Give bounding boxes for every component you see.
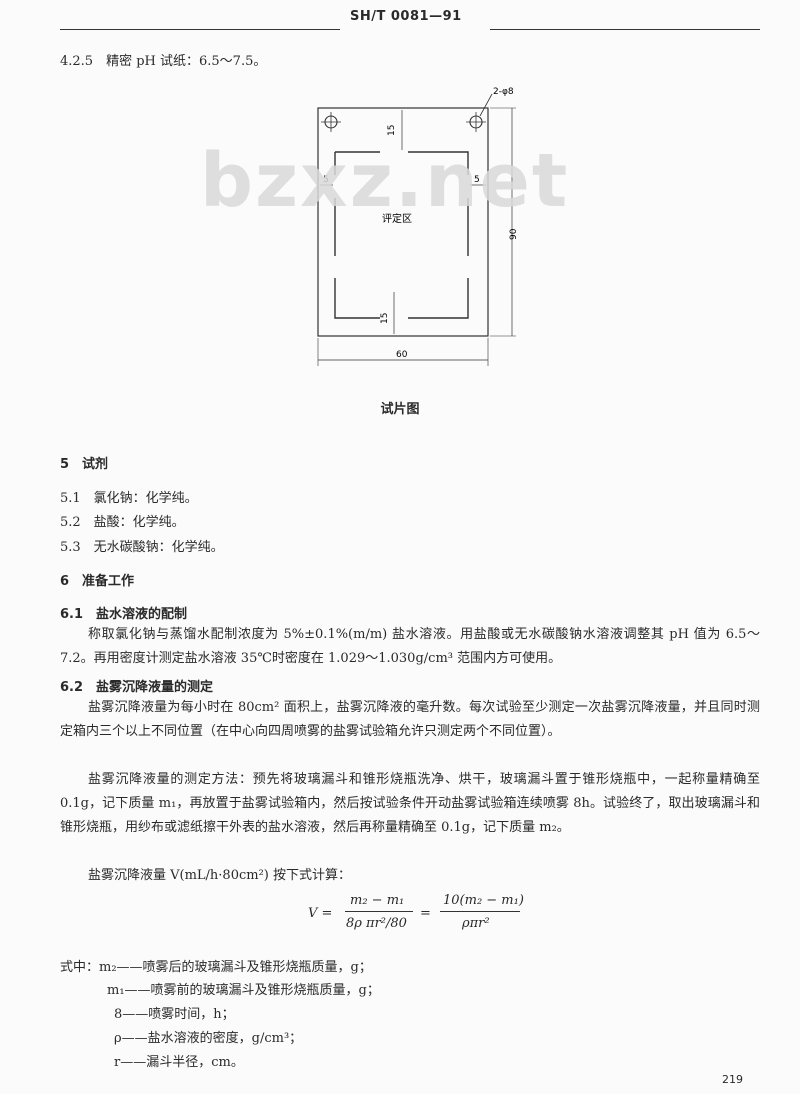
section-5-title: 5 试剂 — [60, 457, 109, 472]
definition-radius: r——漏斗半径，cm。 — [114, 1055, 244, 1070]
header-rule-left — [60, 29, 310, 30]
section-6-title: 6 准备工作 — [60, 574, 135, 589]
formula-denominator-1: 8ρ πr²/80 — [346, 916, 407, 931]
formula-numerator-2: 10(m₂ − m₁) — [443, 893, 524, 908]
item-5-3: 5.3 无水碳酸钠：化学纯。 — [60, 540, 224, 555]
watermark: bzxz.net — [200, 138, 570, 224]
fraction-bar-1 — [345, 911, 413, 912]
header-rule-right — [490, 29, 760, 30]
section-6-2-body-3: 盐雾沉降液量 V(mL/h·80cm²) 按下式计算： — [88, 868, 352, 883]
holes-leader — [479, 93, 493, 117]
definition-density: ρ——盐水溶液的密度，g/cm³； — [114, 1031, 303, 1046]
dim-width-label: 60 — [396, 350, 408, 360]
plate-outline — [317, 107, 489, 337]
fraction-bar-2 — [440, 911, 520, 912]
formula-denominator-2: ρπr² — [462, 916, 490, 931]
clause-4-2-5: 4.2.5 精密 pH 试纸：6.5～7.5。 — [60, 54, 267, 69]
dim-height-label: 90 — [509, 228, 519, 240]
page-number: 219 — [722, 1073, 743, 1086]
section-6-2-title: 6.2 盐雾沉降液量的测定 — [60, 680, 214, 695]
item-5-1: 5.1 氯化钠：化学纯。 — [60, 491, 198, 506]
formula-lhs: V = — [308, 906, 333, 921]
section-6-2-body-2: 盐雾沉降液量的测定方法：预先将玻璃漏斗和锥形烧瓶洗净、烘干，玻璃漏斗置于锥形烧瓶… — [60, 772, 760, 835]
dim-left-label: 5 — [323, 175, 329, 185]
header-rule-mid — [310, 29, 340, 30]
dim-top-label: 15 — [387, 125, 397, 136]
hole-left-icon — [321, 112, 341, 132]
hole-right-icon — [466, 112, 486, 132]
figure-caption: 试片图 — [380, 402, 420, 417]
definition-m1: m₁——喷雾前的玻璃漏斗及锥形烧瓶质量，g； — [107, 983, 380, 998]
specimen-figure: 2-φ8 15 5 5 评定区 15 90 60 — [317, 87, 519, 366]
section-6-1-body: 称取氯化钠与蒸馏水配制浓度为 5%±0.1%(m/m) 盐水溶液。用盐酸或无水碳… — [60, 627, 760, 666]
evaluation-zone-outline — [334, 151, 469, 319]
item-5-2: 5.2 盐酸：化学纯。 — [60, 515, 185, 530]
standard-code: SH/T 0081—91 — [350, 9, 462, 24]
formula-equals: = — [420, 906, 431, 921]
evaluation-zone-label: 评定区 — [382, 212, 412, 225]
dim-bottom-label: 15 — [380, 313, 390, 324]
holes-label: 2-φ8 — [493, 87, 514, 97]
formula-numerator-1: m₂ − m₁ — [350, 893, 405, 908]
definition-m2: 式中：m₂——喷雾后的玻璃漏斗及锥形烧瓶质量，g； — [60, 960, 372, 975]
definition-time: 8——喷雾时间，h； — [114, 1007, 235, 1022]
dim-right-label: 5 — [474, 175, 480, 185]
section-6-2-body-1: 盐雾沉降液量为每小时在 80cm² 面积上，盐雾沉降液的毫升数。每次试验至少测定… — [60, 700, 760, 739]
section-6-1-title: 6.1 盐水溶液的配制 — [60, 607, 188, 622]
